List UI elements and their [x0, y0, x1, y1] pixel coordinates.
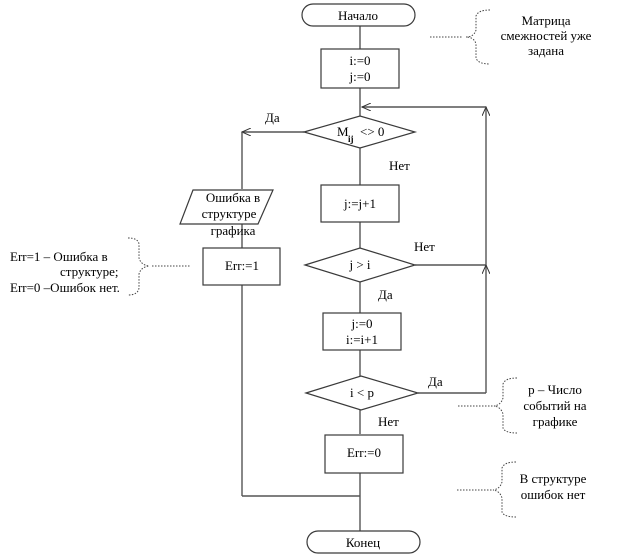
comment-no-errors-line-1: В структуре	[520, 471, 587, 486]
label-iltp-no: Нет	[378, 414, 399, 429]
output-line-2: структуре	[202, 206, 257, 221]
reset-block: j:=0 i:=i+1	[322, 312, 402, 351]
err0-label: Err:=0	[347, 445, 381, 460]
err0-block: Err:=0	[324, 434, 404, 474]
decision-i-lt-p-label: i < p	[350, 385, 374, 400]
comment-err-line-3: Err=0 –Ошибок нет.	[10, 280, 120, 295]
err1-block: Err:=1	[202, 247, 281, 286]
inc-j-label: j:=j+1	[343, 196, 376, 211]
comment-no-errors: В структуре ошибок нет	[457, 461, 587, 518]
decision-mij-sub: ij	[348, 134, 354, 144]
comment-err-line-2: структуре;	[60, 264, 118, 279]
reset-line-1: j:=0	[350, 316, 372, 331]
init-line-1: i:=0	[349, 53, 370, 68]
end-label: Конец	[346, 535, 380, 550]
decision-i-lt-p: i < p	[303, 375, 421, 411]
comment-err-line-1: Err=1 – Ошибка в	[10, 249, 108, 264]
label-mij-no: Нет	[389, 158, 410, 173]
label-jgti-yes: Да	[378, 287, 393, 302]
init-block: i:=0 j:=0	[320, 48, 400, 89]
end-terminal: Конец	[306, 530, 421, 554]
comment-p: p – Число событий на графике	[458, 377, 587, 434]
output-line-3: графика	[211, 223, 256, 238]
comment-matrix-line-2: смежностей уже	[501, 28, 592, 43]
label-iltp-yes: Да	[428, 374, 443, 389]
reset-line-2: i:=i+1	[346, 332, 378, 347]
decision-mij-main: M	[337, 124, 349, 139]
label-mij-yes: Да	[265, 110, 280, 125]
decision-mij-rest: <> 0	[360, 124, 384, 139]
label-jgti-no: Нет	[414, 239, 435, 254]
decision-j-gt-i: j > i	[302, 247, 418, 283]
init-line-2: j:=0	[348, 69, 370, 84]
comment-matrix-line-3: задана	[528, 43, 564, 58]
output-line-1: Ошибка в	[206, 190, 260, 205]
comment-p-line-2: событий на	[523, 398, 586, 413]
start-label: Начало	[338, 8, 378, 23]
start-terminal: Начало	[301, 3, 416, 27]
comment-p-line-1: p – Число	[528, 382, 582, 397]
decision-mij: M ij <> 0	[301, 115, 418, 149]
output-error-block: Ошибка в структуре графика	[179, 189, 274, 238]
err1-label: Err:=1	[225, 258, 259, 273]
comment-err: Err=1 – Ошибка в структуре; Err=0 –Ошибо…	[10, 237, 190, 296]
comment-p-line-3: графике	[533, 414, 578, 429]
decision-j-gt-i-label: j > i	[348, 257, 370, 272]
comment-no-errors-line-2: ошибок нет	[521, 487, 586, 502]
inc-j-block: j:=j+1	[320, 184, 400, 223]
connectors	[242, 25, 486, 531]
comment-matrix-line-1: Матрица	[521, 13, 570, 28]
comment-matrix: Матрица смежностей уже задана	[430, 9, 592, 65]
